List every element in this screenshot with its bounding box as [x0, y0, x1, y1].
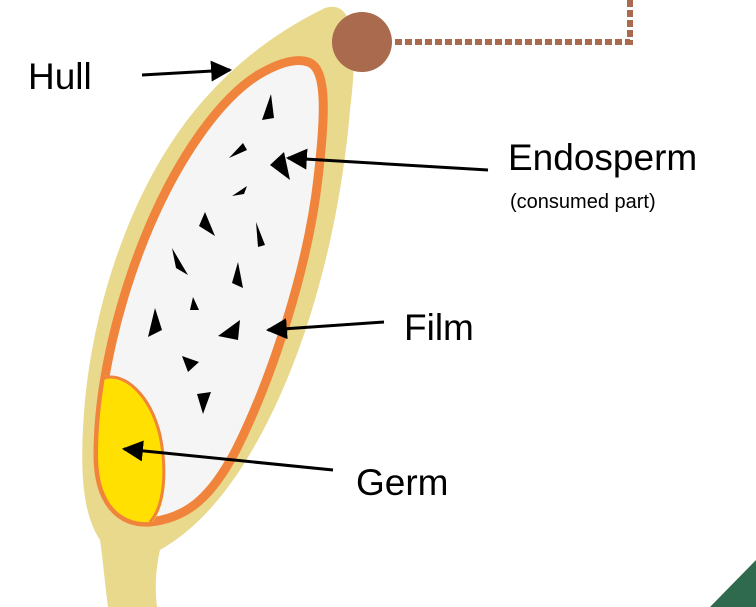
label-endosperm-note: (consumed part) — [510, 191, 656, 213]
label-germ: Germ — [356, 462, 449, 503]
label-hull: Hull — [28, 56, 92, 97]
stem-knob — [332, 12, 392, 72]
corner-decoration — [710, 560, 756, 607]
hull-arrow — [142, 70, 230, 75]
dotted-connector — [395, 0, 630, 42]
label-film: Film — [404, 307, 474, 348]
label-endosperm: Endosperm — [508, 137, 697, 178]
